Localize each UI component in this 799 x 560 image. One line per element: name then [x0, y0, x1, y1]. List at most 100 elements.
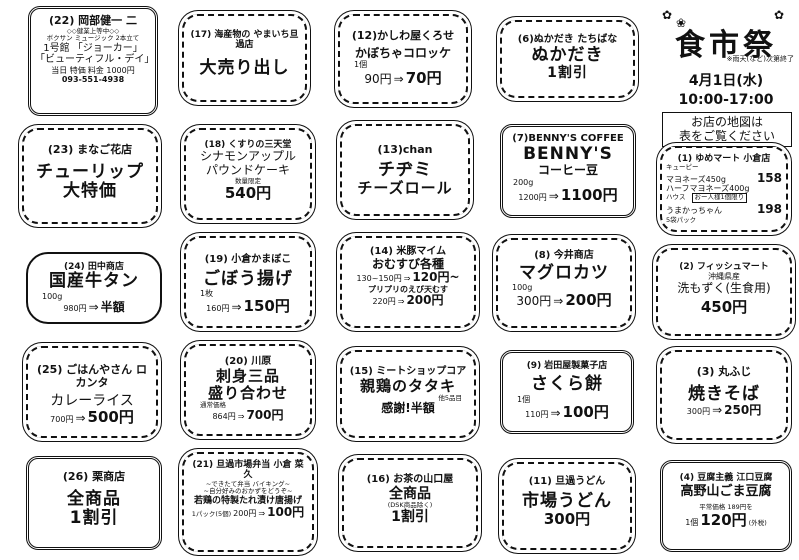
- shop-tax: (外税): [748, 518, 767, 527]
- shop-sub: 平常価格 189円を: [699, 503, 753, 512]
- shop-title: (16) お茶の山口屋: [366, 474, 454, 485]
- price-to: 540円: [224, 184, 272, 203]
- price-to: 200円: [565, 291, 612, 310]
- shop-card-12: (12)かしわ屋くろせ かぼちゃコロッケ 1個 90円⇒70円: [338, 14, 468, 104]
- price-to: 150円: [243, 297, 290, 316]
- price-from: 110円: [525, 410, 549, 420]
- price-to: 158: [756, 170, 782, 185]
- shop-line: ◇◇健業上等中◇◇: [66, 26, 120, 35]
- price-from: 864円: [212, 412, 236, 422]
- shop-qty: 200g: [513, 177, 534, 187]
- price-to: 120円~: [412, 270, 460, 285]
- shop-sub: ~自分好みのおかずをどうぞ~: [203, 487, 293, 496]
- price-from: 220円: [372, 297, 396, 307]
- price-to: 450円: [700, 298, 748, 317]
- price-to: 100円: [562, 403, 609, 422]
- price-to: 198: [756, 201, 782, 216]
- shop-card-2: (2) フィッシュマート 沖縄県産 洗もずく(生食用) 450円: [656, 248, 792, 336]
- shop-line: 1号館 「ジョーカー」: [43, 42, 143, 54]
- price-from: 700円: [50, 415, 74, 425]
- shop-line: キューピー: [666, 163, 699, 172]
- shop-card-19: (19) 小倉かまぼこ ごぼう揚げ 1枚 160円⇒150円: [184, 236, 312, 328]
- shop-item: 親鶏のタタキ: [359, 376, 456, 395]
- price-to: 700円: [246, 408, 284, 423]
- shop-title: (3) 丸ふじ: [696, 365, 752, 378]
- shop-title: (8) 今井商店: [534, 250, 594, 261]
- map-note: お店の地図は 表をご覧ください: [662, 112, 792, 147]
- shop-qty: 5袋パック: [666, 216, 697, 225]
- shop-title: (11) 旦過うどん: [528, 476, 606, 487]
- shop-title: (15) ミートショップコア: [349, 366, 467, 377]
- shop-title: (20) 川原: [224, 356, 272, 367]
- shop-qty: 100g: [512, 283, 533, 293]
- shop-line: ボクサン ミュージック 2本立て: [46, 34, 140, 43]
- price-to: 1100円: [560, 186, 618, 205]
- shop-title: (13)chan: [377, 143, 433, 156]
- shop-card-13: (13)chan チヂミ チーズロール: [340, 124, 470, 216]
- shop-card-11: (11) 旦過うどん 市場うどん 300円: [502, 462, 632, 550]
- shop-item: チヂミ: [378, 159, 432, 180]
- price-to: 200円: [406, 293, 444, 308]
- shop-item: マヨネーズ450g: [666, 174, 726, 184]
- price-from: 200円: [233, 508, 257, 518]
- shop-item: さくら餅: [531, 374, 603, 395]
- shop-title: (26) 栗商店: [62, 470, 126, 483]
- shop-item: 市場うどん: [522, 490, 612, 511]
- shop-title: (6)ぬかだき たちばな: [517, 34, 618, 45]
- festival-date: 4月1日(水): [688, 73, 764, 89]
- rain-note: ※雨天(など)次第終了: [726, 55, 794, 63]
- price-to: 100円: [267, 504, 305, 519]
- shop-line: 「ビューティフル・デイ」: [35, 54, 155, 66]
- shop-title: (23) まなご花店: [47, 143, 133, 156]
- shop-qty: 1個: [685, 517, 699, 527]
- shop-card-7: (7)BENNY'S COFFEE BENNY'S コーヒー豆 200g 120…: [500, 124, 636, 218]
- arrow-icon: ⇒: [237, 412, 245, 422]
- shop-item: チューリップ: [36, 161, 144, 182]
- flower-icon: ✿: [662, 8, 673, 22]
- shop-item: うまかっちゃん: [666, 205, 722, 215]
- shop-phone: 093-551-4938: [61, 74, 125, 84]
- shop-card-24: (24) 田中商店 国産牛タン 100g 980円⇒半額: [26, 252, 162, 324]
- price-from: 90円: [364, 71, 392, 86]
- arrow-icon: ⇒: [403, 274, 411, 284]
- shop-item: パウンドケーキ: [205, 163, 290, 178]
- shop-card-21: (21) 旦過市場弁当 小倉 菜久 ~できたて弁当 バイキング~ ~自分好みのお…: [182, 452, 314, 552]
- shop-item: 洗もずく(生食用): [677, 280, 771, 295]
- arrow-icon: ⇒: [553, 294, 564, 309]
- price-to: 500円: [87, 408, 134, 427]
- shop-qty: 1枚: [200, 289, 214, 299]
- shop-item: シナモンアップル: [199, 149, 296, 164]
- price-to: 300円: [543, 510, 591, 529]
- shop-card-9: (9) 岩田屋製菓子店 さくら餅 1個 110円⇒100円: [500, 350, 634, 434]
- shop-card-16: (16) お茶の山口屋 全商品 (DSK商品除く) 1割引: [342, 458, 478, 548]
- shop-item: コーヒー豆: [537, 163, 598, 178]
- shop-card-6: (6)ぬかだき たちばな ぬかだき 1割引: [500, 20, 635, 98]
- shop-title: (17) 海産物の やまいち旦過店: [190, 30, 299, 51]
- shop-item: 焼きそば: [688, 383, 760, 404]
- shop-title: (25) ごはんやさん ロカンタ: [36, 363, 148, 389]
- price-from: 130~150円: [356, 274, 402, 284]
- shop-qty: 1個: [354, 60, 368, 70]
- price-to: 120円: [700, 510, 747, 529]
- shop-title: (22) 岡部健一 二: [48, 14, 138, 27]
- shop-deal: 感謝!半額: [381, 401, 435, 416]
- shop-deal: 大特価: [63, 181, 117, 202]
- shop-line: 料金 1000円: [87, 65, 135, 75]
- arrow-icon: ⇒: [393, 71, 404, 86]
- festival-time: 10:00-17:00: [678, 92, 774, 108]
- shop-title: (21) 旦過市場弁当 小倉 菜久: [192, 460, 304, 481]
- map-note-line2: 表をご覧ください: [678, 129, 775, 144]
- arrow-icon: ⇒: [258, 508, 266, 518]
- shop-item: 高野山ごま豆腐: [680, 484, 772, 500]
- shop-title: (9) 岩田屋製菓子店: [526, 361, 608, 371]
- price-to: 70円: [405, 68, 442, 87]
- arrow-icon: ⇒: [550, 406, 561, 421]
- arrow-icon: ⇒: [88, 300, 99, 315]
- shop-item: マグロカツ: [519, 262, 609, 283]
- shop-card-23: (23) まなご花店 チューリップ 大特価: [22, 128, 158, 224]
- shop-item: 全商品: [389, 485, 431, 502]
- shop-sub: 通常価格: [200, 401, 226, 409]
- shop-item: 大売り出し: [199, 57, 290, 78]
- shop-title: (24) 田中商店: [64, 262, 124, 272]
- shop-title: (12)かしわ屋くろせ: [351, 29, 455, 42]
